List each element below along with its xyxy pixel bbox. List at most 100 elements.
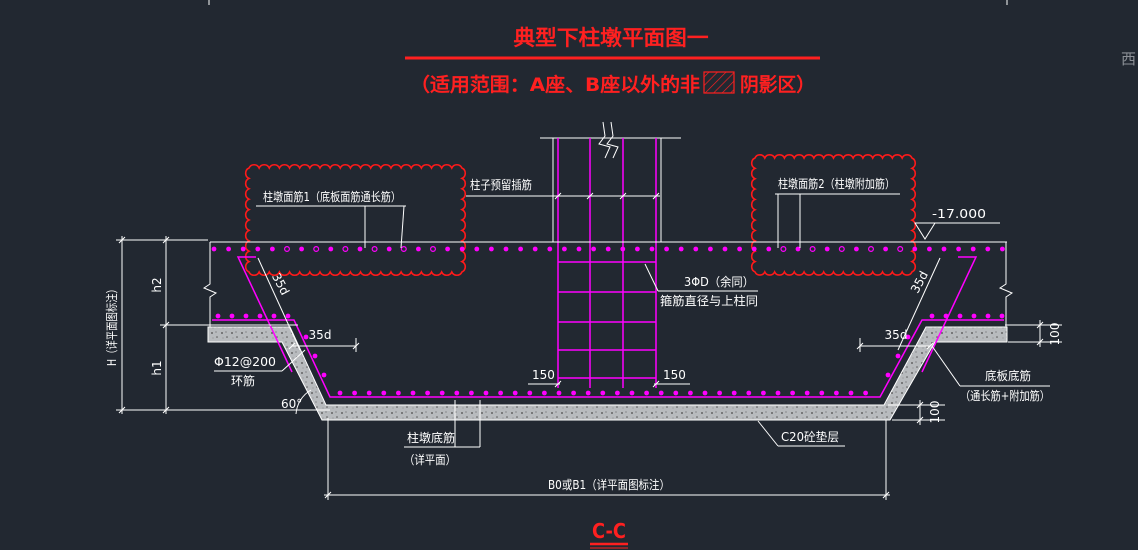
rebar-section-hollow <box>284 246 291 253</box>
stirrup-leader <box>644 263 758 292</box>
rebar-section <box>352 390 357 396</box>
corner-glyph: 西 <box>1121 50 1136 68</box>
rebar-section <box>693 246 699 252</box>
bottom-rebar <box>212 319 1004 398</box>
rebar-section <box>271 313 277 319</box>
rebar-section <box>439 390 445 396</box>
rebar-section-hollow <box>371 246 378 253</box>
rebar-section <box>299 246 304 252</box>
callout-column-dowels-leader <box>466 192 660 200</box>
rebar-section <box>474 246 480 252</box>
rebar-section <box>766 246 772 252</box>
rebar-section <box>834 390 839 396</box>
rebar-section <box>929 313 935 319</box>
subtitle-prefix: （适用范围：A座、B座以外的非 <box>410 73 700 96</box>
ring-bar-name: 环筋 <box>231 373 255 388</box>
rebar-section <box>243 313 249 319</box>
rebar-section <box>518 246 523 252</box>
rebar-section <box>999 313 1005 319</box>
rebar-section <box>854 246 859 252</box>
rebar-section <box>658 390 664 396</box>
c20-cushion-layer <box>207 326 1008 421</box>
rebar-section <box>795 246 801 252</box>
rebar-section <box>848 390 854 396</box>
rebar-section <box>416 246 421 252</box>
anchorage-right-horizontal: 35d <box>885 328 908 342</box>
rebar-section <box>454 390 460 396</box>
rebar-section-hollow <box>342 246 349 253</box>
slab-thickness-value: 100 <box>1048 323 1062 346</box>
rebar-section <box>285 313 291 319</box>
slab-thickness-dim <box>1005 320 1062 347</box>
dim-lower-height: h1 <box>150 360 164 375</box>
hatched-area-legend <box>703 71 735 94</box>
rebar-section <box>775 390 781 396</box>
cushion-label: C20砼垫层 <box>781 429 839 444</box>
rebar-section <box>688 390 693 396</box>
rebar-section <box>255 246 261 252</box>
rebar-section <box>257 313 263 319</box>
dim-total-height: H（详平面图标注） <box>104 284 119 366</box>
rebar-section <box>673 390 679 396</box>
rebar-section <box>824 246 830 252</box>
rebar-section <box>883 246 888 252</box>
rebar-section <box>912 246 918 252</box>
column-dowel-bars <box>557 138 657 388</box>
rebar-section-hollow <box>780 246 787 253</box>
rebar-section <box>489 246 494 252</box>
rebar-section-hollow <box>838 246 845 253</box>
anchorage-dim-lines <box>257 257 941 352</box>
slope-angle: 60° <box>281 397 302 411</box>
sheet-edge-marks <box>208 0 1008 5</box>
rebar-section <box>459 246 465 252</box>
drawing-title: 典型下柱墩平面图一 <box>514 26 709 50</box>
rebar-section <box>885 372 891 378</box>
pier-bottom-bar-leader <box>404 400 481 448</box>
ring-bar-leader <box>214 349 306 372</box>
rebar-section <box>321 372 327 378</box>
width-dimension <box>324 418 890 500</box>
rebar-section <box>956 246 961 252</box>
rebar-section <box>512 390 518 396</box>
rebar-section <box>804 390 810 396</box>
rebar-section <box>425 390 430 396</box>
rebar-section <box>761 390 766 396</box>
slope-angle-arc <box>295 389 312 415</box>
slab-bottom-bar-leader <box>931 345 1050 387</box>
rebar-section <box>971 313 977 319</box>
rebar-section <box>717 390 722 396</box>
callout-face-bar-2-leader <box>775 193 900 248</box>
edge-offset-left: 150 <box>532 368 555 382</box>
rebar-section <box>635 246 640 252</box>
left-dimension-lines <box>116 236 330 414</box>
rebar-section-hollow <box>313 246 320 253</box>
rebar-section <box>678 246 684 252</box>
rebar-section <box>731 390 737 396</box>
rebar-section <box>943 313 949 319</box>
rebar-section-hollow <box>867 246 874 253</box>
rebar-section <box>527 390 533 396</box>
rebar-section <box>503 246 509 252</box>
left-slope-face-bar <box>236 256 293 373</box>
rebar-section-dots <box>211 246 1005 396</box>
slab-left-edge-break <box>202 242 218 327</box>
rebar-section <box>303 334 309 340</box>
rebar-section <box>270 246 275 252</box>
rebar-section <box>410 390 416 396</box>
anchorage-left-horizontal: 35d <box>309 328 332 342</box>
rebar-section <box>226 246 232 252</box>
rebar-section <box>396 390 401 396</box>
rebar-section <box>702 390 708 396</box>
cushion-thickness-dim <box>888 400 945 425</box>
rebar-section <box>895 353 901 359</box>
rebar-section-hollow <box>809 246 816 253</box>
callout-face-bar-1-leader <box>256 205 406 249</box>
section-label: C-C <box>592 519 626 543</box>
rebar-section <box>985 313 991 319</box>
rebar-section <box>576 246 582 252</box>
rebar-section <box>328 246 334 252</box>
stirrup-count: 3ΦD（余同） <box>684 274 754 289</box>
rebar-section <box>605 246 611 252</box>
pier-bottom-bar: 柱墩底筋 <box>407 430 455 445</box>
rebar-section <box>211 246 217 252</box>
